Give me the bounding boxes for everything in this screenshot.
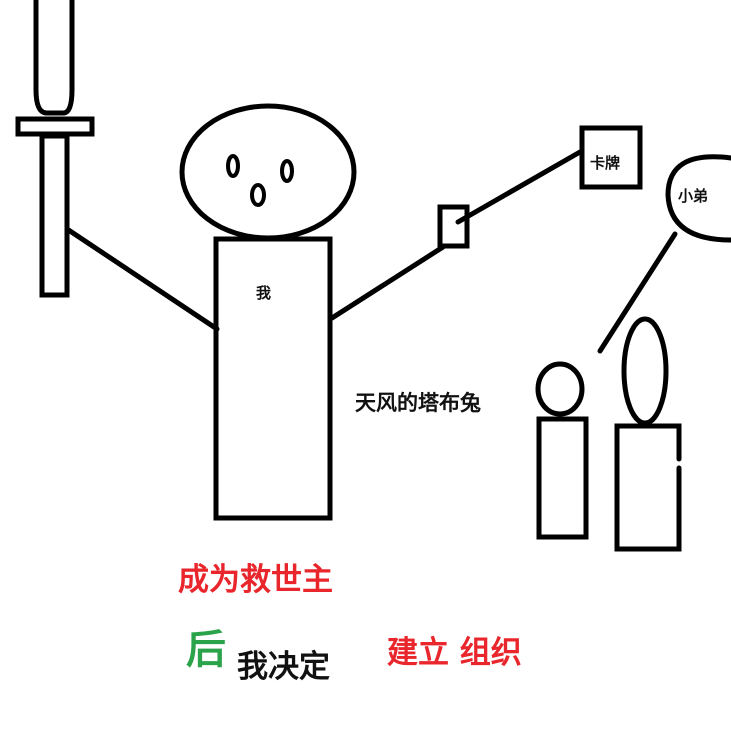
label-card: 卡牌: [590, 154, 621, 172]
caption-green-char: 后: [186, 627, 226, 673]
minion-tall-figure: [614, 316, 682, 552]
label-minion: 小弟: [678, 187, 709, 205]
label-me: 我: [256, 284, 272, 302]
caption-black-text: 我决定: [237, 649, 330, 685]
caption-line1: 成为救世主: [178, 562, 333, 598]
caption-red-text: 建立 组织: [387, 635, 522, 671]
me-figure: [64, 103, 446, 521]
card-connector: [437, 125, 643, 249]
sword-icon: [15, 0, 95, 298]
speech-bubble: [597, 154, 731, 354]
minion-small-figure: [535, 361, 589, 540]
label-name: 天风的塔布兔: [355, 391, 481, 415]
